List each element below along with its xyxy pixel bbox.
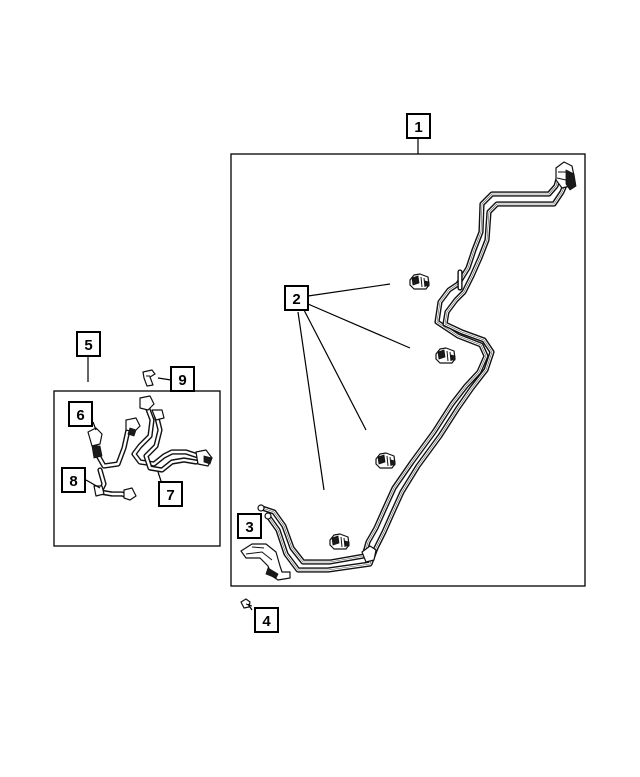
callout-5-label: 5 <box>84 337 92 354</box>
clip-4 <box>329 533 350 550</box>
callout-4: 4 <box>254 607 279 633</box>
clip-3 <box>375 452 396 469</box>
callout-9: 9 <box>170 366 195 392</box>
bracket <box>240 543 291 581</box>
callout-7: 7 <box>158 481 183 507</box>
callout-8-label: 8 <box>69 473 77 490</box>
hose-assembly <box>87 395 213 501</box>
clip-2 <box>435 347 456 364</box>
callout-2-label: 2 <box>292 291 300 308</box>
callout-6-label: 6 <box>76 407 84 424</box>
fastener <box>142 369 156 387</box>
callout-6: 6 <box>68 401 93 427</box>
leader-lines <box>85 138 419 611</box>
callout-5: 5 <box>76 331 101 357</box>
callout-1: 1 <box>406 113 431 139</box>
assembly-frame-main <box>230 153 586 587</box>
clip-1 <box>409 273 430 290</box>
callout-7-label: 7 <box>166 487 174 504</box>
callout-2: 2 <box>284 285 309 311</box>
callout-9-label: 9 <box>178 372 186 389</box>
screw <box>240 598 253 609</box>
callout-3: 3 <box>237 513 262 539</box>
tube-assembly <box>257 161 577 573</box>
assembly-frame-hoses <box>53 390 221 547</box>
callout-1-label: 1 <box>414 119 422 136</box>
callout-3-label: 3 <box>245 519 253 536</box>
callout-4-label: 4 <box>262 613 271 630</box>
callout-8: 8 <box>61 467 86 493</box>
